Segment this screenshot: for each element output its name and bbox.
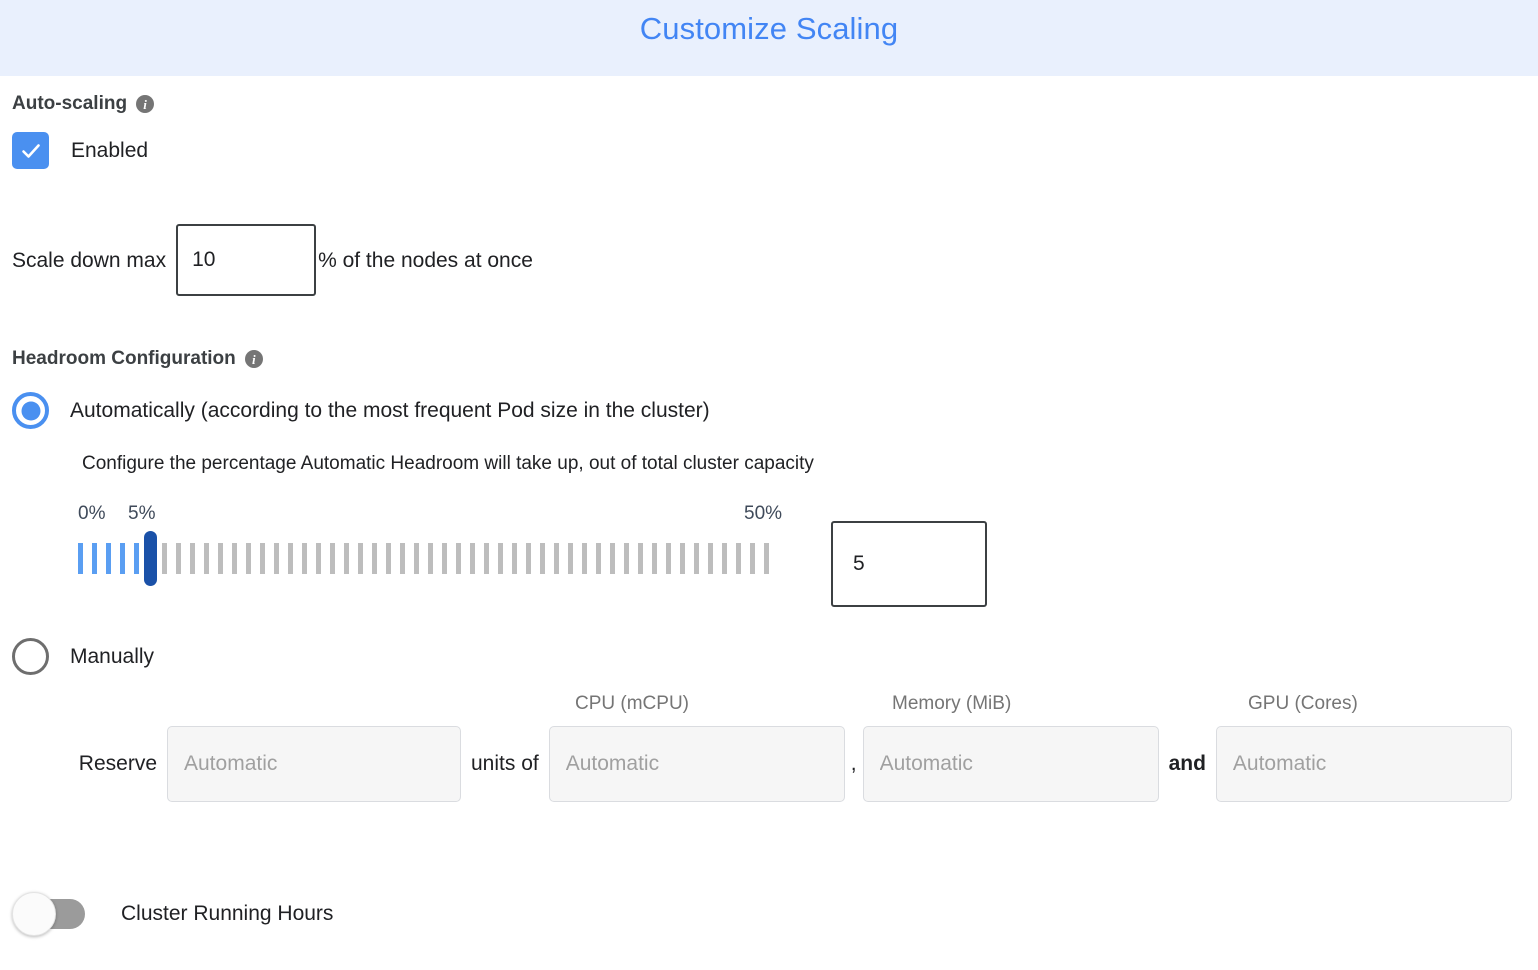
slider-tick[interactable]: [498, 543, 503, 574]
headroom-slider[interactable]: 0% 5% 50%: [78, 503, 808, 593]
headroom-manual-row[interactable]: Manually: [12, 638, 1526, 675]
slider-tick[interactable]: [330, 543, 335, 574]
slider-tick[interactable]: [218, 543, 223, 574]
slider-tick[interactable]: [596, 543, 601, 574]
headroom-automatic-row[interactable]: Automatically (according to the most fre…: [12, 392, 1526, 429]
toggle-knob: [12, 892, 56, 936]
page-title: Customize Scaling: [639, 11, 899, 46]
reserve-cpu-input[interactable]: [548, 726, 845, 802]
headroom-percentage-input[interactable]: [831, 521, 987, 607]
slider-max-label: 50%: [744, 503, 783, 524]
radio-manually[interactable]: [12, 638, 49, 675]
headroom-slider-block: 0% 5% 50%: [12, 503, 1526, 607]
radio-automatic[interactable]: [12, 392, 49, 429]
slider-tick[interactable]: [162, 543, 167, 574]
scale-down-max-input[interactable]: [176, 224, 317, 296]
slider-tick[interactable]: [568, 543, 573, 574]
slider-tick[interactable]: [232, 543, 237, 574]
slider-tick[interactable]: [708, 543, 713, 574]
slider-tick[interactable]: [428, 543, 433, 574]
radio-automatic-label: Automatically (according to the most fre…: [70, 398, 710, 422]
slider-tick[interactable]: [358, 543, 363, 574]
slider-tick[interactable]: [106, 543, 111, 574]
cluster-running-hours-toggle[interactable]: [12, 892, 85, 936]
enabled-checkbox[interactable]: [12, 132, 49, 169]
slider-tick[interactable]: [288, 543, 293, 574]
headroom-automatic-description: Configure the percentage Automatic Headr…: [82, 453, 814, 474]
slider-min-label: 0%: [78, 503, 106, 524]
dialog-header: Customize Scaling: [0, 0, 1538, 76]
slider-tick[interactable]: [372, 543, 377, 574]
field-header-memory: Memory (MiB): [892, 693, 1012, 714]
slider-tick[interactable]: [134, 543, 139, 574]
info-icon[interactable]: i: [136, 95, 155, 113]
slider-thumb[interactable]: [144, 531, 157, 586]
reserve-label: Reserve: [78, 752, 157, 775]
slider-tick[interactable]: [344, 543, 349, 574]
reserve-row: Reserve units of , and: [12, 726, 1526, 802]
slider-tick[interactable]: [442, 543, 447, 574]
slider-tick[interactable]: [750, 543, 755, 574]
slider-tick[interactable]: [316, 543, 321, 574]
scale-down-max-label: Scale down max: [12, 248, 167, 272]
slider-tick[interactable]: [652, 543, 657, 574]
headroom-heading-label: Headroom Configuration: [12, 348, 236, 369]
scale-down-max-row: Scale down max % of the nodes at once: [12, 224, 1526, 296]
reserve-units-input[interactable]: [167, 726, 461, 802]
reserve-memory-input[interactable]: [862, 726, 1159, 802]
slider-tick[interactable]: [526, 543, 531, 574]
slider-current-label: 5%: [128, 503, 156, 524]
auto-scaling-heading: Auto-scaling i: [12, 93, 1526, 115]
slider-tick[interactable]: [190, 543, 195, 574]
slider-tick[interactable]: [694, 543, 699, 574]
slider-tick[interactable]: [92, 543, 97, 574]
headroom-configuration-heading: Headroom Configuration i: [12, 348, 1526, 370]
slider-tick[interactable]: [78, 543, 83, 574]
enabled-label: Enabled: [71, 138, 149, 162]
slider-tick[interactable]: [204, 543, 209, 574]
field-header-cpu: CPU (mCPU): [575, 693, 689, 714]
slider-tick[interactable]: [554, 543, 559, 574]
slider-tick[interactable]: [512, 543, 517, 574]
manual-reserve-grid: CPU (mCPU) Memory (MiB) GPU (Cores) Rese…: [12, 693, 1526, 833]
slider-tick[interactable]: [722, 543, 727, 574]
slider-tick[interactable]: [582, 543, 587, 574]
dialog-body: Auto-scaling i Enabled Scale down max % …: [0, 93, 1538, 936]
slider-tick[interactable]: [260, 543, 265, 574]
slider-tick[interactable]: [274, 543, 279, 574]
field-header-gpu: GPU (Cores): [1248, 693, 1358, 714]
units-of-label: units of: [471, 752, 539, 775]
slider-tick[interactable]: [540, 543, 545, 574]
slider-tick[interactable]: [386, 543, 391, 574]
slider-tick[interactable]: [638, 543, 643, 574]
comma-separator: ,: [850, 752, 857, 775]
slider-tick[interactable]: [764, 543, 769, 574]
reserve-gpu-input[interactable]: [1215, 726, 1512, 802]
slider-tick[interactable]: [456, 543, 461, 574]
slider-tick[interactable]: [414, 543, 419, 574]
scale-down-max-suffix: % of the nodes at once: [318, 248, 533, 272]
slider-tick[interactable]: [302, 543, 307, 574]
slider-tick[interactable]: [624, 543, 629, 574]
slider-tick[interactable]: [120, 543, 125, 574]
slider-tick[interactable]: [680, 543, 685, 574]
info-icon[interactable]: i: [244, 350, 263, 368]
slider-tick[interactable]: [246, 543, 251, 574]
slider-tick[interactable]: [666, 543, 671, 574]
slider-tick[interactable]: [610, 543, 615, 574]
slider-tick[interactable]: [400, 543, 405, 574]
auto-scaling-enabled-row[interactable]: Enabled: [12, 132, 1526, 169]
slider-tick[interactable]: [736, 543, 741, 574]
slider-tick[interactable]: [470, 543, 475, 574]
auto-scaling-heading-label: Auto-scaling: [12, 93, 128, 114]
cluster-running-hours-label: Cluster Running Hours: [121, 902, 334, 925]
slider-tick[interactable]: [176, 543, 181, 574]
radio-manually-label: Manually: [70, 644, 155, 668]
slider-ticks[interactable]: [78, 543, 769, 574]
and-separator: and: [1168, 752, 1206, 775]
slider-tick[interactable]: [484, 543, 489, 574]
cluster-running-hours-row[interactable]: Cluster Running Hours: [12, 892, 1526, 936]
